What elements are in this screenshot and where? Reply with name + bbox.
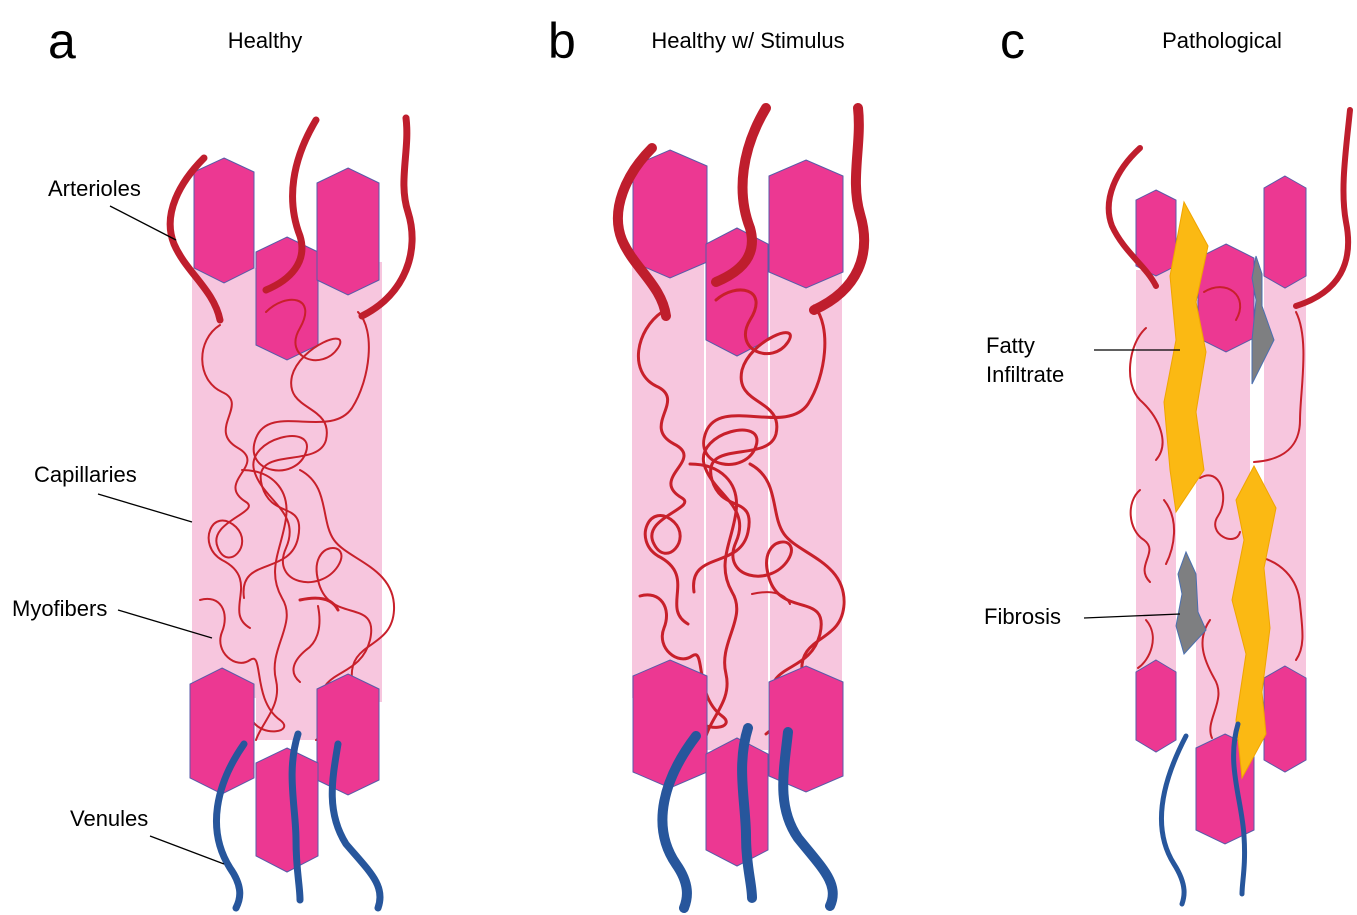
panel-a: a Healthy Arterioles Capil [12, 13, 412, 908]
fiber-end-hexagon [317, 168, 379, 295]
fiber-end-hexagon [256, 748, 318, 872]
panel-c-title: Pathological [1162, 28, 1282, 53]
leader-line [110, 206, 176, 240]
label-fibrosis: Fibrosis [984, 604, 1061, 629]
label-myofibers: Myofibers [12, 596, 107, 621]
myofiber [256, 320, 318, 740]
panel-c: c Pathological Fatty Infiltrate Fibrosis [984, 13, 1350, 904]
panel-a-letter: a [48, 13, 76, 69]
panel-a-title: Healthy [228, 28, 303, 53]
panel-b-title: Healthy w/ Stimulus [651, 28, 844, 53]
venule [1161, 736, 1186, 904]
fiber-end-hexagon [1198, 244, 1254, 352]
myofiber [770, 256, 842, 706]
fiber-end-hexagon [1264, 666, 1306, 772]
panel-c-letter: c [1000, 13, 1025, 69]
panel-b-letter: b [548, 13, 576, 69]
myofiber [706, 300, 768, 750]
myofiber [632, 258, 704, 698]
leader-line [150, 836, 224, 864]
label-arterioles: Arterioles [48, 176, 141, 201]
fiber-end-hexagon [633, 150, 707, 278]
fiber-end-hexagon [1264, 176, 1306, 288]
label-fatty-line1: Fatty [986, 333, 1035, 358]
panel-b: b Healthy w/ Stimulus [548, 13, 864, 908]
fiber-end-hexagon [706, 228, 768, 356]
fiber-end-hexagon [190, 668, 254, 794]
fiber-end-hexagon [1136, 660, 1176, 752]
myofiber [1136, 270, 1176, 700]
label-capillaries: Capillaries [34, 462, 137, 487]
myofiber [192, 268, 258, 698]
fiber-end-hexagon [769, 160, 843, 288]
label-fatty-line2: Infiltrate [986, 362, 1064, 387]
fiber-end-hexagon [706, 738, 768, 866]
label-venules: Venules [70, 806, 148, 831]
fiber-end-hexagon [194, 158, 254, 283]
leader-line [98, 494, 192, 522]
myofiber [316, 262, 382, 702]
fiber-end-hexagon [256, 237, 318, 360]
fiber-end-hexagon [317, 674, 379, 795]
